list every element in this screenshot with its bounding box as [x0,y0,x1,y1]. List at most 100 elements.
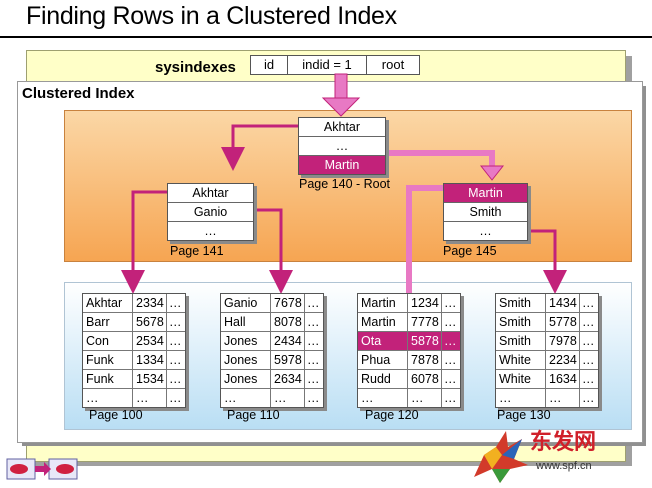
root-pointer-arrowhead [321,97,361,117]
arrow-page-141-to-page-100 [121,190,167,294]
watermark-logo-icon: 东发网 www.spf.cn [474,429,596,483]
leaf-cell-value: 1434 [546,294,580,312]
leaf-cell-name: Ota [358,332,408,350]
root-page-label: Page 140 - Root [299,177,391,191]
leaf-cell-name: Martin [358,294,408,312]
intermediate-page-row: … [204,224,217,238]
leaf-cell-more: … [307,353,320,367]
leaf-cell-name: Akhtar [83,294,133,312]
leaf-cell-value: 5678 [133,313,167,331]
root-pointer-shaft [334,73,348,101]
leaf-cell-value: 8078 [271,313,305,331]
intermediate-page-145-label: Page 145 [443,244,497,258]
leaf-cell-value: 2334 [133,294,167,312]
arrow-page-145-to-page-130 [527,229,567,294]
root-page-row: … [299,137,385,156]
leaf-cell-value: 1234 [408,294,442,312]
leaf-cell-name: Smith [496,332,546,350]
leaf-cell-value: 2634 [271,370,305,388]
leaf-cell-name: White [496,370,546,388]
leaf-cell-name: Funk [83,351,133,369]
leaf-cell-more: … [169,391,182,405]
navigation-arrows-icon[interactable] [6,458,78,480]
sysindexes-column-indid: indid = 1 [288,56,367,74]
leaf-cell-more: … [582,391,595,405]
leaf-cell-more: … [582,372,595,386]
leaf-cell-value: 5778 [546,313,580,331]
leaf-cell-name: Rudd [358,370,408,388]
leaf-cell-more: … [169,372,182,386]
intermediate-page-row: Smith [444,203,527,222]
leaf-cell-value: 2234 [546,351,580,369]
leaf-cell-more: … [307,315,320,329]
leaf-cell-name: … [221,389,271,407]
leaf-cell-value: 5878 [408,332,442,350]
leaf-cell-name: Barr [83,313,133,331]
leaf-cell-value: … [133,389,167,407]
svg-text:东发网: 东发网 [530,429,596,454]
leaf-cell-value: … [546,389,580,407]
leaf-cell-name: Smith [496,313,546,331]
svg-text:www.spf.cn: www.spf.cn [535,460,592,472]
leaf-cell-name: Smith [496,294,546,312]
leaf-cell-name: … [83,389,133,407]
intermediate-page-row: Ganio [168,203,253,222]
root-page-row: Akhtar [299,118,385,137]
leaf-cell-value: 1534 [133,370,167,388]
leaf-cell-value: 2534 [133,332,167,350]
leaf-page-130-label: Page 130 [497,408,551,422]
sysindexes-column-id: id [251,56,288,74]
leaf-cell-value: 7778 [408,313,442,331]
leaf-cell-more: … [169,334,182,348]
leaf-cell-name: Jones [221,370,271,388]
leaf-cell-value: 2434 [271,332,305,350]
leaf-cell-value: 1334 [133,351,167,369]
leaf-cell-more: … [442,332,460,350]
leaf-cell-more: … [169,315,182,329]
leaf-cell-value: 7678 [271,294,305,312]
page-title: Finding Rows in a Clustered Index [26,2,397,30]
leaf-cell-more: … [307,372,320,386]
leaf-cell-name: Jones [221,351,271,369]
leaf-cell-name: Hall [221,313,271,331]
leaf-cell-value: 6078 [408,370,442,388]
root-page-row-highlighted: Martin [299,156,385,174]
leaf-cell-name: … [358,389,408,407]
leaf-cell-value: 1634 [546,370,580,388]
leaf-cell-name: Con [83,332,133,350]
arrow-page-141-to-page-110 [253,208,293,294]
root-page-node: Akhtar … Martin [298,117,386,175]
leaf-cell-more: … [444,296,457,310]
leaf-cell-name: Ganio [221,294,271,312]
leaf-cell-name: Jones [221,332,271,350]
leaf-cell-more: … [444,353,457,367]
sysindexes-column-root: root [381,57,405,72]
leaf-cell-more: … [307,296,320,310]
intermediate-page-row-highlighted: Martin [444,184,527,203]
leaf-cell-value: … [271,389,305,407]
search-path-root-to-page-145 [385,150,495,168]
leaf-cell-more: … [307,391,320,405]
leaf-page-110-label: Page 110 [227,408,280,422]
search-path-arrowhead-145 [479,165,505,181]
leaf-cell-value: 7978 [546,332,580,350]
leaf-cell-more: … [444,372,457,386]
